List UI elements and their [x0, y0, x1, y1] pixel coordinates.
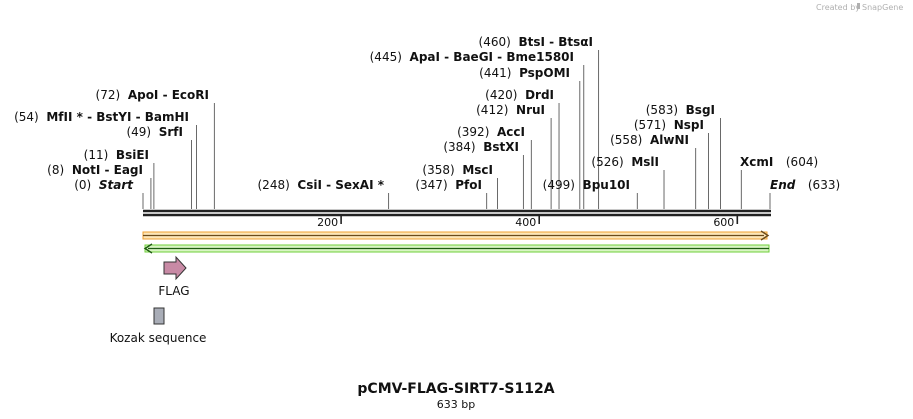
site-position: (420) [485, 88, 525, 102]
site-enzymes: ApoI - EcoRI [128, 88, 209, 102]
site-position: (0) [74, 178, 99, 192]
site-label: (384) BstXI [443, 140, 519, 154]
site-position: (499) [543, 178, 583, 192]
site-enzymes: PspOMI [519, 66, 570, 80]
site-position: (412) [476, 103, 516, 117]
ruler-tick-label: 400 [515, 216, 536, 229]
site-enzymes: NotI - EagI [72, 163, 143, 177]
site-enzymes: Bpu10I [583, 178, 630, 192]
site-position: (460) [479, 35, 519, 49]
site-position: (8) [47, 163, 72, 177]
site-position: (358) [422, 163, 462, 177]
site-enzymes: BsgI [686, 103, 715, 117]
site-label: (571) NspI [634, 118, 704, 132]
site-enzymes: BtsI - BtsαI [518, 35, 593, 49]
snapgene-brand: SnapGene [862, 3, 903, 12]
site-position: (583) [646, 103, 686, 117]
site-label: (583) BsgI [646, 103, 715, 117]
site-position: (571) [634, 118, 674, 132]
site-label: (412) NruI [476, 103, 545, 117]
site-enzymes: CsiI - SexAI * [297, 178, 384, 192]
site-label: (8) NotI - EagI [47, 163, 143, 177]
site-label: (347) PfoI [415, 178, 482, 192]
site-label: End (633) [770, 178, 840, 192]
site-enzymes: DrdI [525, 88, 554, 102]
site-label: (445) ApaI - BaeGI - Bme1580I [370, 50, 574, 64]
site-label: XcmI (604) [740, 155, 818, 169]
site-enzymes: BsiEI [116, 148, 149, 162]
sequence-backbone [143, 209, 771, 217]
site-enzymes: AccI [497, 125, 525, 139]
site-label: (499) Bpu10I [543, 178, 630, 192]
site-label: (526) MslI [591, 155, 659, 169]
site-label: (54) MfII * - BstYI - BamHI [14, 110, 189, 124]
green-feature-arrow [143, 243, 770, 254]
flag-arrow-icon [163, 255, 187, 281]
snapgene-logo-icon [857, 3, 860, 9]
site-enzymes: Start [99, 178, 134, 192]
site-enzymes: MfII * - BstYI - BamHI [46, 110, 189, 124]
site-enzymes: MslI [631, 155, 659, 169]
site-position: (49) [126, 125, 158, 139]
site-enzymes: AlwNI [650, 133, 689, 147]
ruler-tick-label: 200 [317, 216, 338, 229]
flag-label: FLAG [158, 284, 189, 298]
site-position: (11) [84, 148, 116, 162]
site-enzymes: PfoI [455, 178, 482, 192]
orange-feature-arrow [142, 230, 770, 241]
site-label: (392) AccI [457, 125, 525, 139]
site-position: (347) [415, 178, 455, 192]
snapgene-credit: Created by [816, 3, 860, 12]
site-label: (11) BsiEI [84, 148, 149, 162]
site-position: (392) [457, 125, 497, 139]
ruler-tick-label: 600 [713, 216, 734, 229]
plasmid-title: pCMV-FLAG-SIRT7-S112A [357, 381, 554, 397]
site-label: (0) Start [74, 178, 134, 192]
site-enzymes: XcmI [740, 155, 786, 169]
kozak-feature: Kozak sequence [110, 307, 207, 345]
site-label: (49) SrfI [126, 125, 183, 139]
site-enzymes: NruI [516, 103, 545, 117]
site-position: (72) [96, 88, 128, 102]
site-position: (558) [610, 133, 650, 147]
site-label: (420) DrdI [485, 88, 554, 102]
ruler: 200 400 600 [317, 216, 739, 229]
plasmid-length: 633 bp [437, 398, 475, 411]
site-position: (526) [591, 155, 631, 169]
site-label: (460) BtsI - BtsαI [479, 35, 593, 49]
site-position: (445) [370, 50, 410, 64]
site-label: (248) CsiI - SexAI * [258, 178, 385, 192]
site-label: (441) PspOMI [479, 66, 570, 80]
site-position: (54) [14, 110, 46, 124]
flag-feature: FLAG [158, 255, 190, 298]
site-enzymes: BstXI [483, 140, 519, 154]
site-position: (633) [808, 178, 840, 192]
site-enzymes: SrfI [159, 125, 183, 139]
credit-prefix: Created by [816, 3, 860, 12]
kozak-box-icon [153, 307, 165, 325]
restriction-sites: (0) Start(8) NotI - EagI(11) BsiEI(49) S… [14, 35, 840, 209]
site-enzymes: NspI [674, 118, 704, 132]
site-label: (558) AlwNI [610, 133, 689, 147]
site-enzymes: End [770, 178, 808, 192]
site-position: (248) [258, 178, 298, 192]
site-position: (384) [443, 140, 483, 154]
site-position: (441) [479, 66, 519, 80]
site-label: (72) ApoI - EcoRI [96, 88, 209, 102]
site-position: (604) [786, 155, 818, 169]
site-enzymes: ApaI - BaeGI - Bme1580I [410, 50, 574, 64]
site-label: (358) MscI [422, 163, 493, 177]
site-enzymes: MscI [462, 163, 493, 177]
kozak-label: Kozak sequence [110, 331, 207, 345]
